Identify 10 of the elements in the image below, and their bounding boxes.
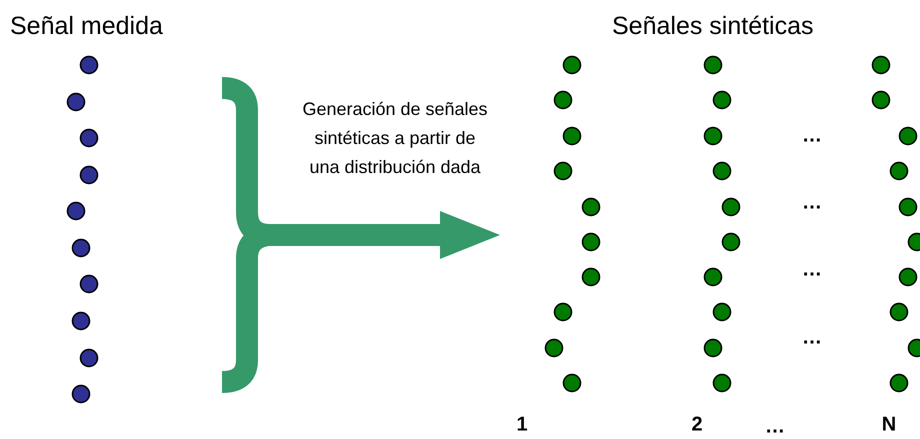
- column-number: 1: [516, 414, 528, 436]
- ellipsis: …: [802, 192, 822, 214]
- ellipsis: …: [802, 124, 822, 148]
- column-number: …: [765, 416, 785, 438]
- heading: Señal medida: [10, 12, 163, 41]
- column-number: N: [882, 414, 896, 436]
- heading: Señales sintéticas: [612, 12, 814, 41]
- ellipsis: …: [802, 326, 822, 350]
- ellipsis: …: [802, 258, 822, 282]
- column-number: 2: [691, 414, 703, 436]
